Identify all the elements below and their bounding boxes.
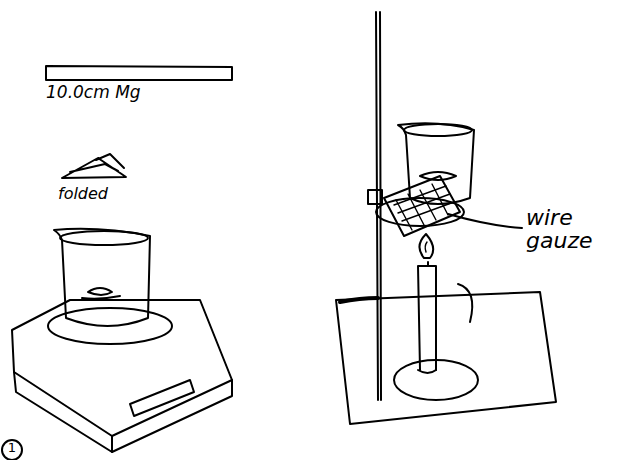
folded-label: folded (58, 186, 148, 203)
leader-line (448, 214, 522, 228)
callout-number: 1 (2, 441, 22, 455)
burner-foot (418, 370, 436, 373)
beaker-rim (60, 231, 148, 245)
balance-side (14, 372, 232, 452)
beaker-contents (420, 172, 456, 180)
beaker-contents (82, 288, 120, 299)
burner-tip (427, 262, 429, 266)
balance-top (12, 300, 232, 436)
clamp (368, 190, 382, 204)
flame (419, 234, 433, 258)
ribbon-length-label: 10.0cm Mg (46, 84, 196, 102)
gauze-label: wire gauze (526, 206, 606, 252)
gas-hose (458, 284, 472, 322)
beaker-rim (404, 124, 472, 136)
magnesium-ribbon (46, 66, 232, 80)
burner-tube (418, 266, 436, 370)
wire-gauze (384, 176, 460, 236)
flame-core (425, 242, 427, 252)
callout-circle (2, 440, 22, 460)
folded-ribbon (62, 154, 126, 178)
gauze-mesh (394, 184, 454, 230)
balance-edge (111, 436, 113, 452)
stand-base (336, 292, 556, 424)
shadow-stroke (340, 298, 378, 302)
beaker (398, 123, 474, 204)
burner-base (394, 360, 478, 400)
beaker (54, 229, 150, 326)
balance-display (130, 380, 194, 416)
